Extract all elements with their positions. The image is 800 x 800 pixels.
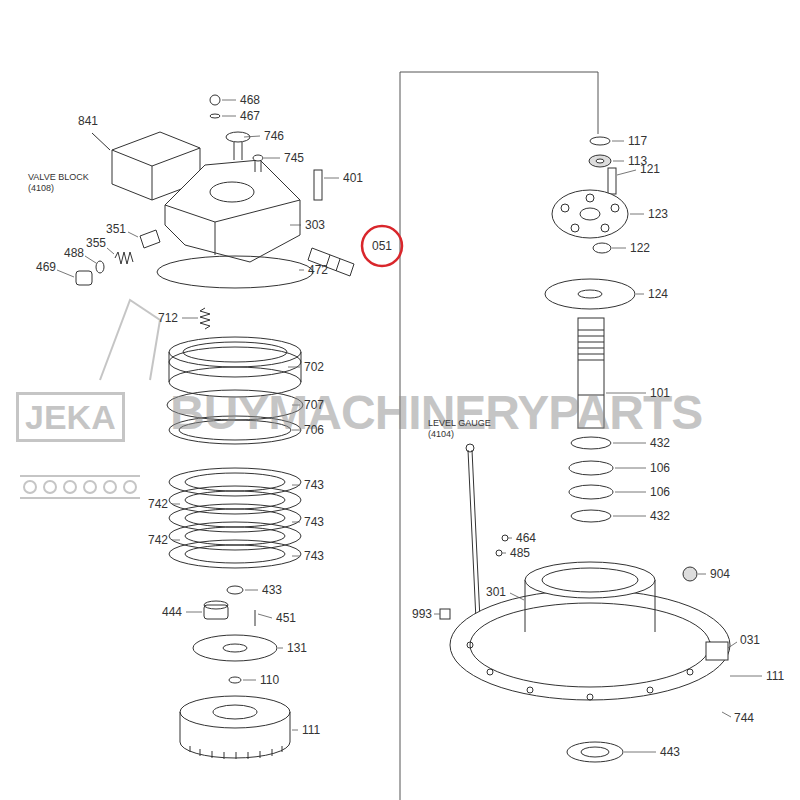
callout-number: 111: [302, 723, 320, 737]
callout-number: 051: [360, 239, 404, 253]
callout-number: 467: [240, 109, 260, 123]
callout-number: 031: [740, 633, 760, 647]
callout-number: 121: [640, 162, 660, 176]
callout-number: 117: [628, 134, 647, 148]
callout-number: 106: [650, 485, 670, 499]
callout-number: 744: [734, 711, 754, 725]
part-name: LEVEL GAUGE (4104): [428, 418, 503, 440]
callout-number: 485: [510, 546, 530, 560]
callout-number: 124: [648, 287, 668, 301]
highlight-circle: 051: [360, 224, 404, 268]
callout-number: 443: [660, 745, 680, 759]
callout-number: 303: [305, 218, 325, 232]
callout-number: 122: [630, 241, 650, 255]
callout-number: 469: [36, 260, 56, 274]
callout-number: 743: [304, 515, 324, 529]
callout-number: 451: [276, 611, 296, 625]
callout-number: 355: [86, 236, 106, 250]
callout-number: 706: [304, 423, 324, 437]
callout-number: 432: [650, 436, 670, 450]
callout-number: 472: [308, 263, 328, 277]
callout-number: 742: [148, 497, 168, 511]
callout-number: 401: [343, 171, 363, 185]
watermark-logo: JEKA: [16, 392, 125, 442]
callout-number: 432: [650, 509, 670, 523]
callout-number: 351: [106, 222, 126, 236]
callout-number: 111: [766, 669, 784, 683]
callout-number: 123: [648, 207, 668, 221]
callout-number: 110: [260, 673, 279, 687]
callout-number: 702: [304, 360, 324, 374]
callout-number: 464: [516, 531, 536, 545]
callout-number: 743: [304, 549, 324, 563]
callout-number: 745: [284, 151, 304, 165]
callout-number: 444: [162, 605, 182, 619]
callout-number: 301: [486, 585, 506, 599]
callout-number: 841: [78, 114, 98, 128]
callout-number: 433: [262, 583, 282, 597]
callout-number: 707: [304, 398, 324, 412]
callout-number: 131: [287, 641, 307, 655]
callout-number: 712: [158, 311, 178, 325]
callout-number: 106: [650, 461, 670, 475]
callout-number: 743: [304, 478, 324, 492]
callout-number: 742: [148, 533, 168, 547]
callout-number: 488: [64, 246, 84, 260]
callout-number: 746: [264, 129, 284, 143]
callout-number: 904: [710, 567, 730, 581]
part-name: VALVE BLOCK (4108): [28, 172, 103, 194]
callout-number: 101: [650, 386, 670, 400]
callout-number: 993: [412, 607, 432, 621]
callout-number: 468: [240, 93, 260, 107]
